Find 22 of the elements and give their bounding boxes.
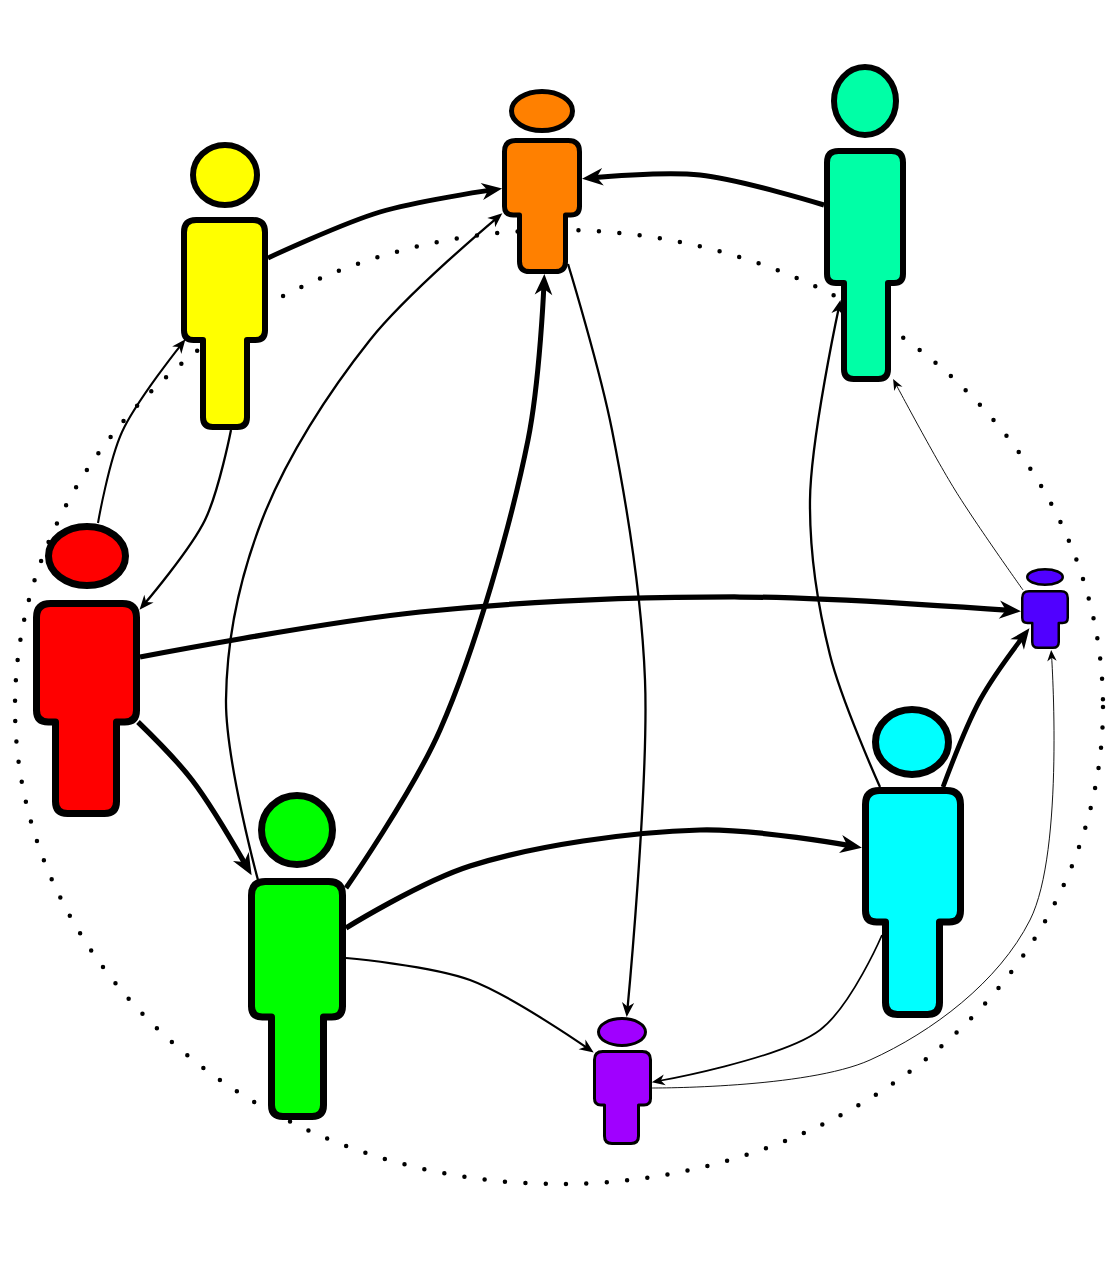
- arrow: [344, 827, 862, 931]
- arrow: [267, 183, 503, 261]
- arrow: [139, 594, 1021, 660]
- arrow: [940, 628, 1030, 788]
- person-figure: [862, 706, 964, 1018]
- arrow: [582, 168, 825, 208]
- arrow: [139, 429, 233, 610]
- arrow: [345, 956, 594, 1053]
- arrow: [343, 273, 553, 890]
- person-figure: [593, 1017, 652, 1145]
- person-figure: [181, 142, 268, 430]
- person-figure: [502, 89, 582, 274]
- person-figure: [824, 64, 906, 382]
- arrow: [224, 213, 503, 881]
- person-figure: [33, 523, 140, 817]
- person-figure: [1021, 568, 1069, 649]
- arrow: [651, 934, 883, 1086]
- arrow: [566, 263, 647, 1017]
- person-figure: [248, 792, 346, 1120]
- arrow: [808, 300, 882, 788]
- arrow: [97, 339, 186, 524]
- arrow: [136, 720, 252, 876]
